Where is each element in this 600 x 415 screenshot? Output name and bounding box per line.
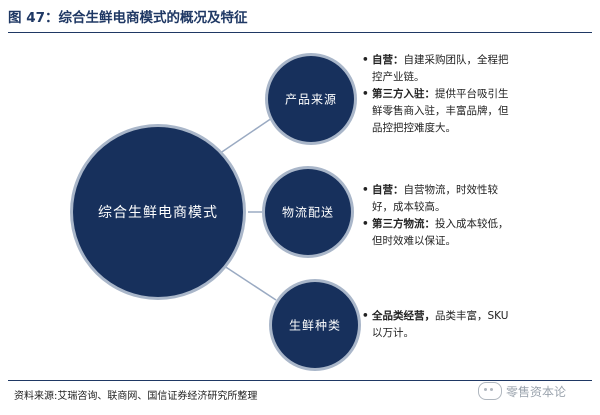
category-item: • 全品类经营，品类丰富，SKU以万计。 [362,308,512,342]
bullet: • [362,218,369,230]
node-logistics-label: 物流配送 [281,205,335,220]
footer-divider [8,380,592,381]
node-category-label: 生鲜种类 [288,318,342,333]
node-category-shape [269,279,361,371]
product-item-self: • 自营：自建采购团队，全程把控产业链。 [362,52,512,86]
product-description: • 自营：自建采购团队，全程把控产业链。 • 第三方入驻：提供平台吸引生鲜零售商… [362,52,512,137]
node-product-shape [265,53,357,145]
logistics-description: • 自营：自营物流，时效性较好，成本较高。 • 第三方物流：投入成本较低，但时效… [362,182,512,250]
watermark: 零售资本论 [478,382,566,400]
watermark-text: 零售资本论 [506,384,567,399]
node-logistics-shape [262,166,354,258]
source-note: 资料来源:艾瑞咨询、联商网、国信证券经济研究所整理 [14,391,258,402]
bullet: • [362,54,369,66]
bullet: • [362,88,369,100]
item-text: 自营：自建采购团队，全程把控产业链。 [372,54,509,83]
item-text: 第三方入驻：提供平台吸引生鲜零售商入驻，丰富品牌，但品控把控难度大。 [372,88,509,134]
item-text: 第三方物流：投入成本较低，但时效难以保证。 [372,218,509,247]
item-text: 自营：自营物流，时效性较好，成本较高。 [372,184,498,213]
item-text: 全品类经营，品类丰富，SKU以万计。 [372,310,509,339]
category-description: • 全品类经营，品类丰富，SKU以万计。 [362,308,512,342]
logistics-item-self: • 自营：自营物流，时效性较好，成本较高。 [362,182,512,216]
node-main-shape [70,124,246,300]
product-item-third-party: • 第三方入驻：提供平台吸引生鲜零售商入驻，丰富品牌，但品控把控难度大。 [362,86,512,137]
bullet: • [362,184,369,196]
node-product-label: 产品来源 [284,92,338,107]
node-main-label: 综合生鲜电商模式 [98,205,218,221]
logistics-item-third-party: • 第三方物流：投入成本较低，但时效难以保证。 [362,216,512,250]
wechat-icon [478,382,502,400]
figure-title: 图 47：综合生鲜电商模式的概况及特征 [8,6,592,33]
bullet: • [362,310,369,322]
